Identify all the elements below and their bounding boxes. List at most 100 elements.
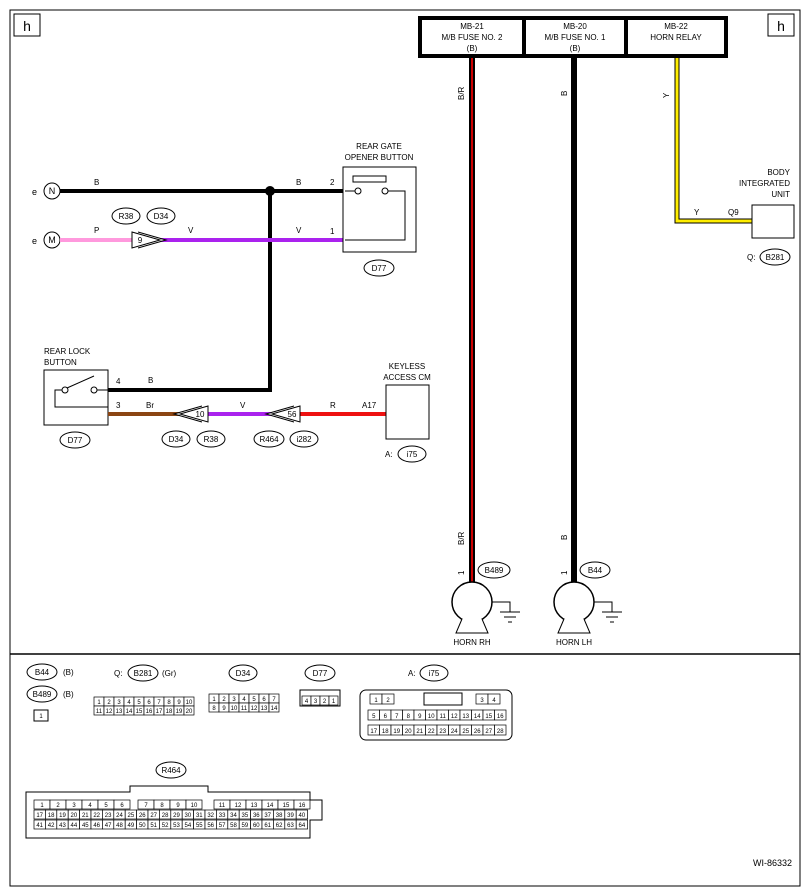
legend-b281-label: B281	[134, 669, 153, 678]
horn-rh-bell	[455, 618, 489, 634]
i75-pin: 5	[372, 714, 376, 720]
b281-cell	[183, 705, 195, 716]
r464-cell	[185, 799, 203, 810]
wire-label-b-2: B	[296, 178, 301, 187]
i75-pin: 18	[382, 729, 389, 735]
i75-cell	[494, 724, 507, 736]
body-unit-title-3: UNIT	[771, 190, 790, 199]
terminal-m-label: M	[48, 235, 56, 245]
joint-d34-bottom	[161, 430, 191, 448]
i75-pin: 3	[480, 698, 484, 704]
r464-pin: 27	[150, 813, 157, 819]
diagram-border	[9, 9, 801, 887]
rear-lock-internal	[54, 389, 108, 408]
wire-label-r: R	[330, 401, 336, 410]
corner-label-right: h	[777, 18, 785, 34]
r464-pin: 50	[139, 823, 146, 829]
body-unit-connector	[759, 248, 791, 266]
d34-pin: 3	[232, 697, 236, 703]
b281-pin: 5	[137, 700, 141, 706]
corner-box-left	[13, 13, 41, 37]
joint-r38-top-label: R38	[119, 212, 134, 221]
r464-pin: 39	[287, 813, 294, 819]
body-unit-title-2: INTEGRATED	[739, 179, 790, 188]
keyless-pin: A17	[362, 401, 377, 410]
r464-pin: 21	[82, 813, 89, 819]
fuse-cell-mb21	[422, 20, 522, 54]
r464-pin: 11	[219, 803, 226, 809]
rear-gate-connector	[363, 259, 395, 277]
i75-pin: 12	[451, 714, 458, 720]
mb22-label: MB-22	[664, 22, 688, 31]
corner-label-left: h	[23, 18, 31, 34]
legend-i75-label: i75	[429, 669, 440, 678]
horn-lh-connector	[579, 561, 611, 579]
b281-pin: 2	[107, 700, 111, 706]
rear-lock-title-1: REAR LOCK	[44, 347, 91, 356]
wire-label-b-bottom: B	[560, 535, 569, 540]
legend-b44-label: B44	[35, 668, 50, 677]
r464-pin: 6	[120, 803, 124, 809]
i75-pin: 14	[474, 714, 481, 720]
mb20-desc: M/B FUSE NO. 1	[545, 33, 606, 42]
terminal-m-prefix: e	[32, 236, 37, 246]
i75-pin: 22	[428, 729, 435, 735]
rear-gate-plunger	[352, 175, 387, 183]
r464-pin: 29	[173, 813, 180, 819]
body-unit-pin: Q9	[728, 208, 739, 217]
i75-pin: 4	[492, 698, 496, 704]
r464-pin: 59	[242, 823, 249, 829]
rear-gate-title-2: OPENER BUTTON	[345, 153, 414, 162]
r464-pin: 12	[235, 803, 242, 809]
legend-i75-latch	[423, 692, 463, 706]
body-unit-box	[751, 204, 795, 239]
mb20-label: MB-20	[563, 22, 587, 31]
d77-cell	[328, 695, 339, 706]
legend-b44	[26, 663, 58, 681]
r464-pin: 47	[105, 823, 112, 829]
r464-pin: 34	[230, 813, 237, 819]
wire-label-b-3: B	[148, 376, 153, 385]
rear-gate-pin2: 2	[330, 178, 335, 187]
r464-pin: 33	[219, 813, 226, 819]
b281-pin: 8	[167, 700, 171, 706]
d34-pin: 7	[272, 697, 276, 703]
r464-pin: 45	[82, 823, 89, 829]
keyless-connector-label: i75	[407, 450, 418, 459]
joint-i282-label: i282	[296, 435, 312, 444]
r464-pin: 17	[36, 813, 43, 819]
b281-pin: 9	[177, 700, 181, 706]
wire-label-b-1: B	[94, 178, 99, 187]
d34-pin: 1	[212, 697, 216, 703]
i75-pin: 8	[407, 714, 411, 720]
r464-pin: 23	[105, 813, 112, 819]
b281-pin: 17	[156, 709, 163, 715]
b281-pin: 16	[146, 709, 153, 715]
b281-pin: 3	[117, 700, 121, 706]
i75-pin: 9	[418, 714, 422, 720]
legend-r464	[155, 761, 187, 779]
d34-pin: 4	[242, 697, 246, 703]
r464-pin: 30	[185, 813, 192, 819]
r464-pin: 49	[128, 823, 135, 829]
r464-pin: 57	[219, 823, 226, 829]
r464-pin: 56	[207, 823, 214, 829]
legend-b281	[127, 664, 159, 682]
r464-pin: 51	[150, 823, 157, 829]
d77-pin: 3	[314, 699, 318, 705]
horn-rh-ground	[492, 601, 520, 623]
keyless-box	[385, 384, 430, 440]
legend-b489-label: B489	[33, 690, 52, 699]
r464-pin: 40	[299, 813, 306, 819]
r464-pin: 25	[128, 813, 135, 819]
mb21-desc: M/B FUSE NO. 2	[442, 33, 503, 42]
i75-pin: 13	[462, 714, 469, 720]
rear-lock-switch-lever	[66, 375, 95, 389]
mb21-label: MB-21	[460, 22, 484, 31]
horn-lh-label: HORN LH	[556, 638, 592, 647]
r464-cell	[295, 819, 308, 830]
